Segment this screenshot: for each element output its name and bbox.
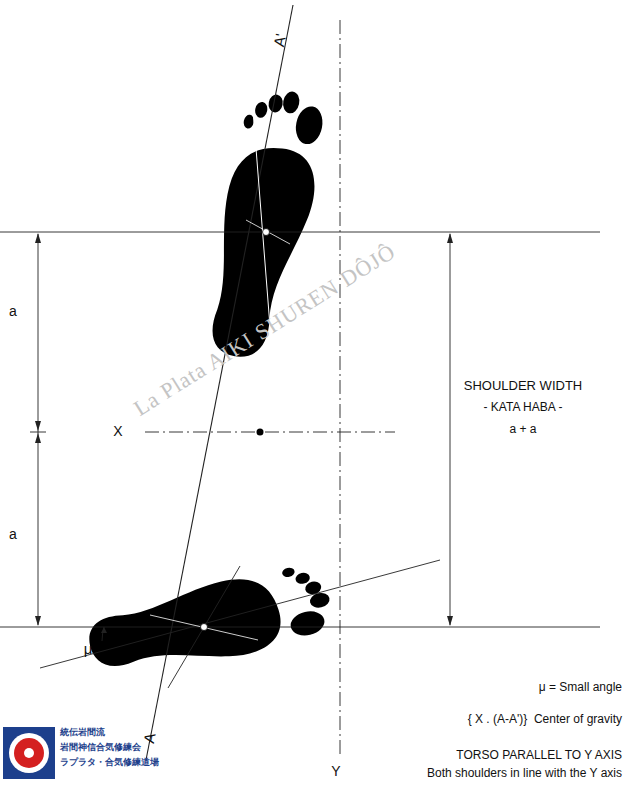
note: Both shoulders in line with the Y axis <box>427 767 622 780</box>
dimension-title: SHOULDER WIDTH <box>464 379 582 393</box>
angle-label: μ <box>84 641 93 658</box>
axis-label: A <box>141 732 159 745</box>
axis-label: Y <box>331 764 340 779</box>
dimension-subtitle: - KATA HABA - <box>484 401 563 414</box>
logo-text: 岩間神信合気修練会 <box>60 743 141 753</box>
legend-note: { X . (A-A')} Center of gravity <box>468 713 622 726</box>
dimension-value: a + a <box>509 423 536 436</box>
logo-text: ラプラタ・合気修練道場 <box>60 758 159 768</box>
dimension-label: a <box>9 527 17 542</box>
note: TORSO PARALLEL TO Y AXIS <box>456 749 622 762</box>
legend-note: μ = Small angle <box>539 681 622 694</box>
axis-label: A' <box>271 32 290 48</box>
logo-text: 統伝岩間流 <box>60 728 105 738</box>
axis-label: X <box>113 424 122 439</box>
dimension-label: a <box>9 304 17 319</box>
